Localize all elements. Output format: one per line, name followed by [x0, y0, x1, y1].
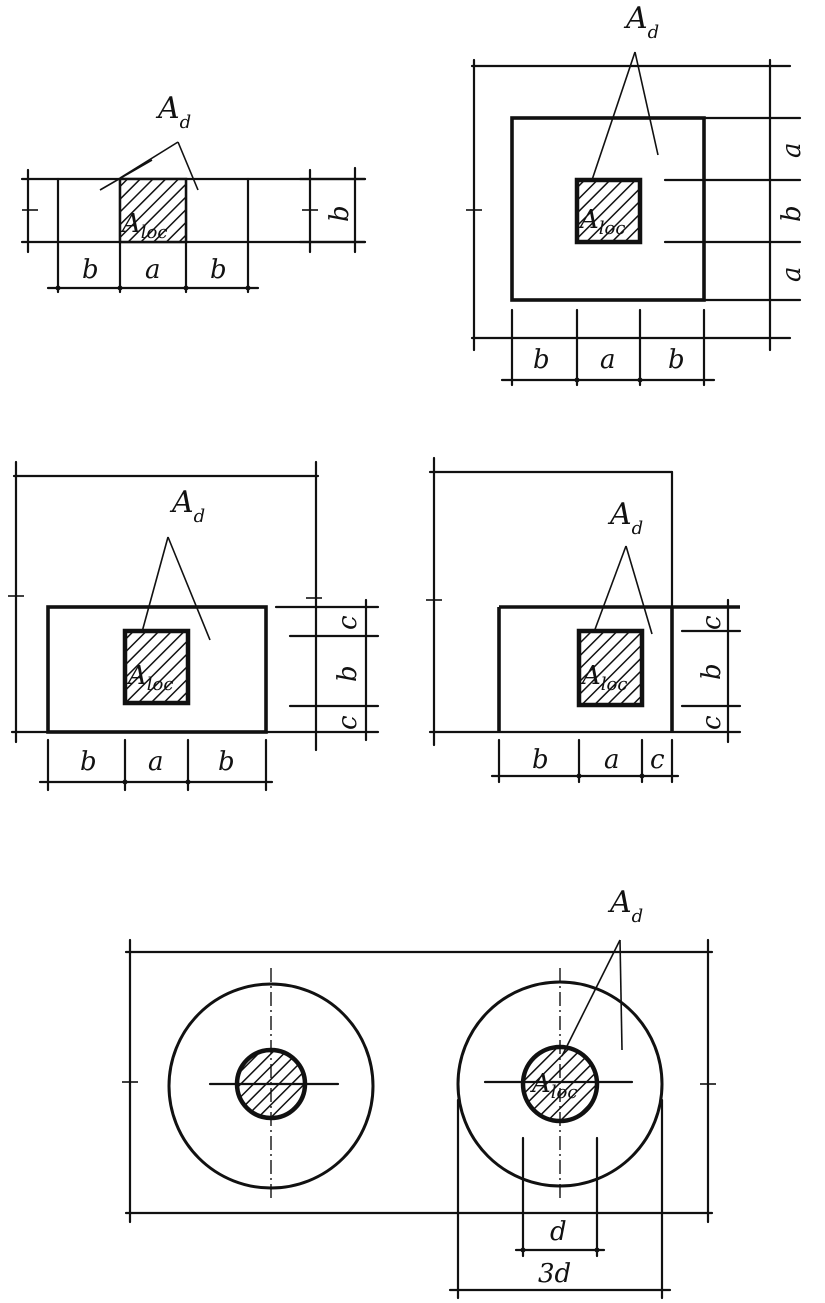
effective-area-rect — [510, 116, 706, 302]
label-aloc: Aloc — [578, 205, 625, 239]
dim-c-bottom: c — [333, 715, 363, 730]
dim-a: a — [145, 255, 161, 285]
label-ad: Ad — [623, 1, 659, 43]
loaded-area-rect — [122, 628, 191, 706]
dim-b-left: b — [533, 345, 550, 375]
label-ad: Ad — [607, 885, 643, 927]
loaded-area-rect — [576, 628, 645, 708]
loaded-area-rect — [118, 177, 188, 244]
label-aloc: Aloc — [580, 661, 627, 695]
figure-circular-case: Ad Aloc d 3d — [122, 885, 716, 1300]
dim-a-top: a — [777, 142, 807, 158]
figure-interior-case: Ad Aloc b a b a b a — [466, 1, 807, 387]
dim-b-vertical: b — [325, 205, 355, 222]
dim-a: a — [604, 745, 620, 775]
dim-a-bottom: a — [777, 266, 807, 282]
dim-b-left: b — [82, 255, 99, 285]
dim-b-vertical: b — [333, 665, 363, 682]
label-ad: Ad — [155, 91, 191, 133]
dim-b-right: b — [218, 747, 235, 777]
dim-b-right: b — [668, 345, 685, 375]
dim-a: a — [600, 345, 616, 375]
figure-corner-case: Ad Aloc b a c c b c — [426, 456, 742, 784]
dim-b: b — [532, 745, 549, 775]
loaded-area-rect — [574, 177, 643, 245]
figure-strip-case: Ad Aloc b a b b — [20, 91, 367, 294]
dim-c-top: c — [333, 615, 363, 630]
figure-edge-case: Ad Aloc b a b c b c — [8, 460, 380, 792]
dim-c-top: c — [697, 615, 727, 630]
label-aloc: Aloc — [126, 661, 173, 695]
label-ad: Ad — [169, 485, 205, 527]
dim-b-vertical: b — [777, 205, 807, 222]
dim-b-right: b — [210, 255, 227, 285]
label-ad: Ad — [607, 497, 643, 539]
dim-a: a — [148, 747, 164, 777]
label-aloc: Aloc — [530, 1069, 577, 1103]
dim-3d: 3d — [538, 1259, 571, 1289]
dim-c-bottom: c — [697, 715, 727, 730]
dim-c: c — [650, 745, 665, 775]
dim-d: d — [550, 1217, 567, 1247]
dim-b-vertical: b — [697, 663, 727, 680]
effective-area-rect — [46, 605, 268, 734]
label-aloc: Aloc — [120, 209, 167, 243]
dim-b-left: b — [80, 747, 97, 777]
